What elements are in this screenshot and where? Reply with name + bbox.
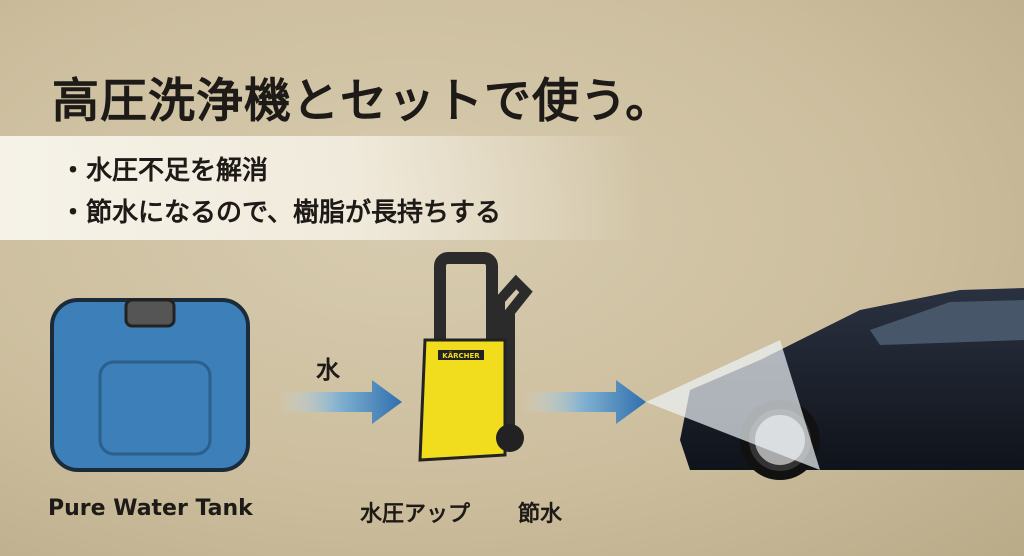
page-title: 高圧洗浄機とセットで使う。 — [52, 74, 674, 129]
pressure-washer-icon: KÄRCHER — [418, 252, 533, 462]
water-tank-icon — [50, 298, 250, 472]
arrow-icon — [278, 380, 402, 424]
bullet-band — [0, 136, 640, 240]
washer-label: 水圧アップ — [360, 502, 471, 527]
water-spray-icon — [646, 340, 820, 470]
bullet-2: ・節水になるので、樹脂が長持ちする — [60, 198, 501, 228]
flow-label: 水 — [316, 356, 340, 384]
bullet-1: ・水圧不足を解消 — [60, 156, 269, 186]
saving-label: 節水 — [518, 502, 563, 527]
arrow-icon — [522, 380, 646, 424]
svg-text:KÄRCHER: KÄRCHER — [442, 351, 480, 360]
tank-label: Pure Water Tank — [48, 496, 253, 521]
